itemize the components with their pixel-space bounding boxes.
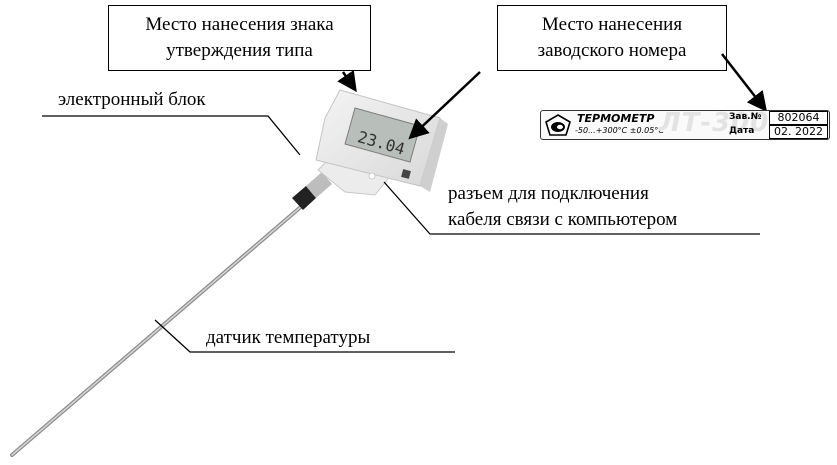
arrow-serial-nameplate (721, 53, 768, 112)
leader-connector (383, 181, 760, 235)
status-led (368, 172, 376, 180)
label-connector-line1: разъем для подключения (448, 183, 649, 204)
nameplate: ТЕРМОМЕТР -50...+300°C ±0.05°C ЛТ-300 За… (540, 108, 830, 140)
nameplate-model: ЛТ-300 (659, 108, 770, 138)
nameplate-brand: ТЕРМОМЕТР (577, 112, 655, 125)
lcd-display (344, 107, 421, 163)
leader-electronic-unit (42, 115, 301, 156)
nameplate-range: -50...+300°C ±0.05°C (575, 126, 664, 135)
probe-connector-nut (292, 172, 332, 210)
label-connector-line2: кабеля связи с компьютером (448, 209, 678, 230)
serial-label: Зав.№ (729, 112, 762, 122)
arrow-approval-mark (337, 69, 357, 93)
leader-sensor (154, 319, 455, 353)
temperature-probe (10, 203, 305, 457)
electronic-unit (315, 89, 448, 196)
label-sensor: датчик температуры (206, 327, 371, 348)
callout-serial-place: Место нанесения заводского номера (497, 5, 727, 71)
label-electronic-unit: электронный блок (58, 89, 206, 110)
date-label: Дата (729, 126, 755, 136)
manufacture-date: 02. 2022 (769, 125, 828, 139)
approval-mark-icon (545, 114, 571, 136)
callout-approval-mark: Место нанесения знака утверждения типа (108, 5, 371, 71)
callout-approval-mark-line2: утверждения типа (166, 40, 313, 61)
callout-serial-place-line1: Место нанесения (541, 14, 683, 35)
arrow-serial-device (408, 71, 481, 140)
callout-approval-mark-line1: Место нанесения знака (145, 14, 334, 35)
callout-serial-place-line2: заводского номера (537, 40, 687, 61)
serial-number: 802064 (769, 111, 828, 125)
data-port (401, 169, 411, 179)
